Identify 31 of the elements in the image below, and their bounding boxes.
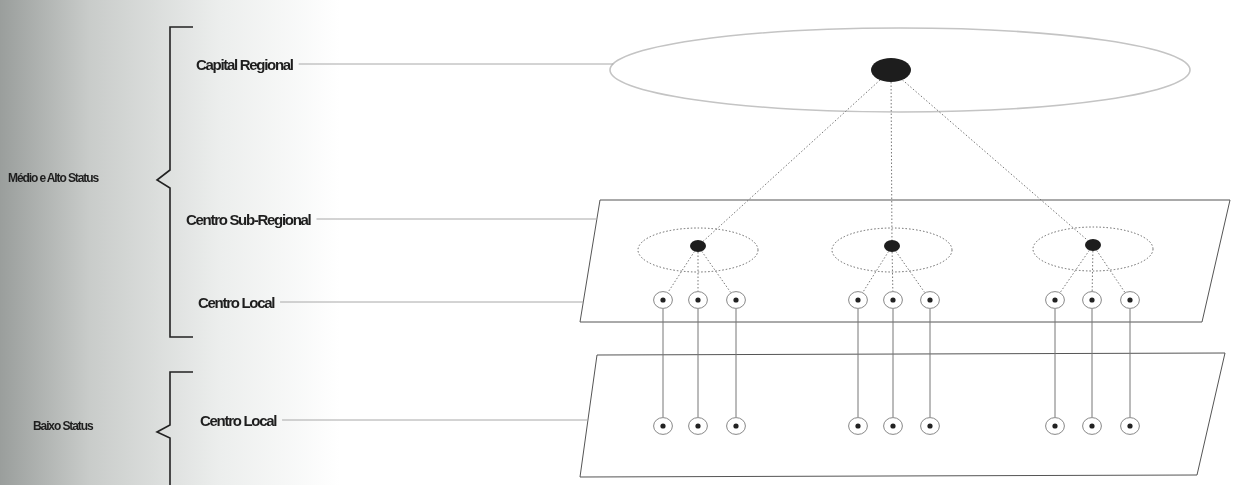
status-label: Baixo Status <box>33 419 93 433</box>
level-label: Centro Local <box>200 411 277 429</box>
connector-line <box>1091 308 1093 418</box>
status-label: Médio e Alto Status <box>8 171 98 185</box>
connector-line <box>701 250 732 293</box>
connector-line <box>901 79 1089 241</box>
leader-line <box>279 301 584 303</box>
connector-line <box>1091 250 1094 292</box>
connector-line <box>697 308 699 418</box>
connector-line <box>892 308 894 418</box>
connector-line <box>735 308 737 418</box>
connector-line <box>662 308 664 418</box>
connector-line <box>895 250 926 293</box>
level-label: Capital Regional <box>196 55 293 73</box>
connector-line <box>891 251 894 292</box>
connector-line <box>1054 308 1056 418</box>
connector-line <box>1129 308 1131 418</box>
leader-line <box>315 218 598 220</box>
connector-line <box>857 308 859 418</box>
leader-line <box>298 63 614 65</box>
connector-line <box>862 250 890 293</box>
leader-line <box>281 419 589 421</box>
connector-line <box>697 251 699 292</box>
connector-line <box>929 308 931 418</box>
level-label: Centro Local <box>198 293 275 311</box>
connector-line <box>667 250 695 293</box>
connector-line <box>1059 249 1090 293</box>
level-label: Centro Sub-Regional <box>186 210 311 228</box>
connector-line <box>890 81 893 241</box>
connector-line <box>1096 249 1126 293</box>
connector-line <box>702 79 881 242</box>
